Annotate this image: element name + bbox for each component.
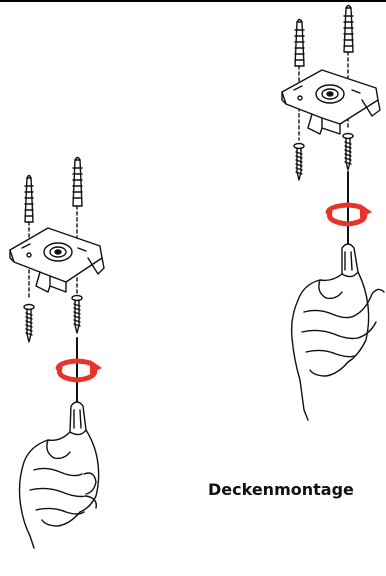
rotation-arrow-icon [55,358,102,383]
caption-label: Deckenmontage [208,480,354,499]
screw-icon [71,294,83,334]
figure-right [281,4,385,421]
screw-icon [342,132,354,171]
figure-left [9,156,105,549]
wall-plug-icon [343,4,354,53]
screwdriver-icon [341,171,359,278]
top-border-line [0,0,386,2]
rotation-arrow-icon [325,202,372,227]
mounting-bracket-icon [281,69,381,135]
wall-plug-icon [72,156,83,207]
wall-plug-icon [294,18,305,67]
mounting-bracket-icon [9,227,105,293]
hand-icon [290,271,385,421]
wall-plug-icon [24,174,34,223]
screw-icon [293,142,305,181]
screw-icon [23,303,35,343]
screwdriver-icon [69,337,87,436]
hand-icon [18,429,100,549]
